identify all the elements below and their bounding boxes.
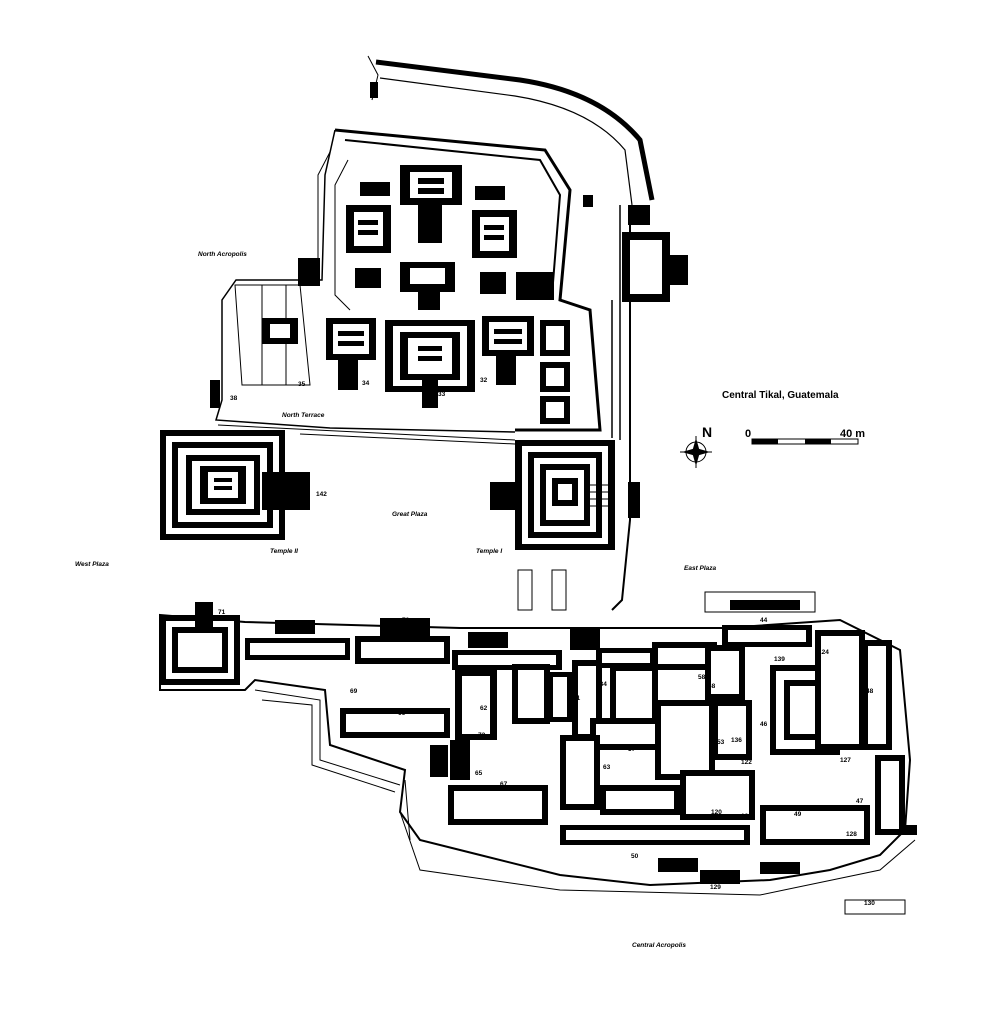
- scale-start-label: 0: [745, 428, 751, 440]
- structure-number: 130: [864, 900, 875, 907]
- structure-number: 63: [603, 764, 611, 771]
- structure-number: 116: [477, 633, 488, 640]
- structure-number: 127: [840, 757, 851, 764]
- temple-2: [160, 430, 310, 540]
- structure-number: 33: [438, 391, 446, 398]
- label-north-acropolis: North Acropolis: [198, 251, 247, 258]
- structure-number: 158: [672, 664, 683, 671]
- structure-number: 44: [760, 617, 768, 624]
- structure-number: 50: [631, 853, 639, 860]
- structure-number: 49: [794, 811, 802, 818]
- scale-bar: 0 40 m: [745, 428, 865, 445]
- structure-number: 46: [760, 721, 768, 728]
- structure-number: 67: [500, 781, 508, 788]
- label-north-terrace: North Terrace: [282, 412, 325, 419]
- map-labels: Central Tikal, Guatemala North Acropolis…: [75, 225, 875, 949]
- structure-number: 68: [708, 683, 716, 690]
- map-title: Central Tikal, Guatemala: [722, 390, 839, 401]
- label-great-plaza: Great Plaza: [392, 511, 428, 518]
- temple-1: [490, 440, 640, 611]
- structure-number: 32: [480, 377, 488, 384]
- label-central-acropolis: Central Acropolis: [632, 942, 686, 949]
- structure-number: 53: [717, 739, 725, 746]
- label-temple-1: Temple I: [476, 548, 502, 555]
- structure-number: 128: [846, 831, 857, 838]
- scale-end-label: 40 m: [840, 428, 865, 440]
- structure-number: 34: [362, 380, 370, 387]
- structure-number: 57: [628, 746, 636, 753]
- structure-number: 48: [866, 688, 874, 695]
- structure-number: 71: [218, 609, 226, 616]
- structure-number: 61: [573, 695, 581, 702]
- structure-number: 62: [480, 705, 488, 712]
- structure-number: 120: [711, 809, 722, 816]
- structure-number: 69: [350, 688, 358, 695]
- structure-number: 141: [700, 664, 711, 671]
- structure-number: 122: [741, 759, 752, 766]
- structure-number: 58: [698, 674, 706, 681]
- structure-number: 134: [596, 681, 607, 688]
- label-west-plaza: West Plaza: [75, 561, 109, 568]
- north-arrow-label: N: [702, 424, 712, 440]
- structure-number: 66: [398, 710, 406, 717]
- structure-number: 32: [420, 225, 428, 232]
- structure-number: 124: [818, 649, 829, 656]
- structure-number: 35: [298, 381, 306, 388]
- structure-number: 47: [856, 798, 864, 805]
- structure-number: 142: [316, 491, 327, 498]
- structure-number: 123: [741, 813, 752, 820]
- structure-number: 70: [402, 617, 410, 624]
- structure-number: 139: [774, 656, 785, 663]
- central-acropolis-complex: [159, 591, 917, 915]
- structure-number: 38: [230, 395, 238, 402]
- north-arrow: N: [680, 424, 712, 468]
- structure-number: 129: [710, 884, 721, 891]
- structure-number: 65: [475, 770, 483, 777]
- label-east-plaza: East Plaza: [684, 565, 717, 572]
- structure-number: 136: [731, 737, 742, 744]
- north-acropolis-complex: [210, 55, 688, 611]
- structure-number: 131: [582, 639, 593, 646]
- structure-number: 73: [478, 732, 486, 739]
- label-temple-2: Temple II: [270, 548, 298, 555]
